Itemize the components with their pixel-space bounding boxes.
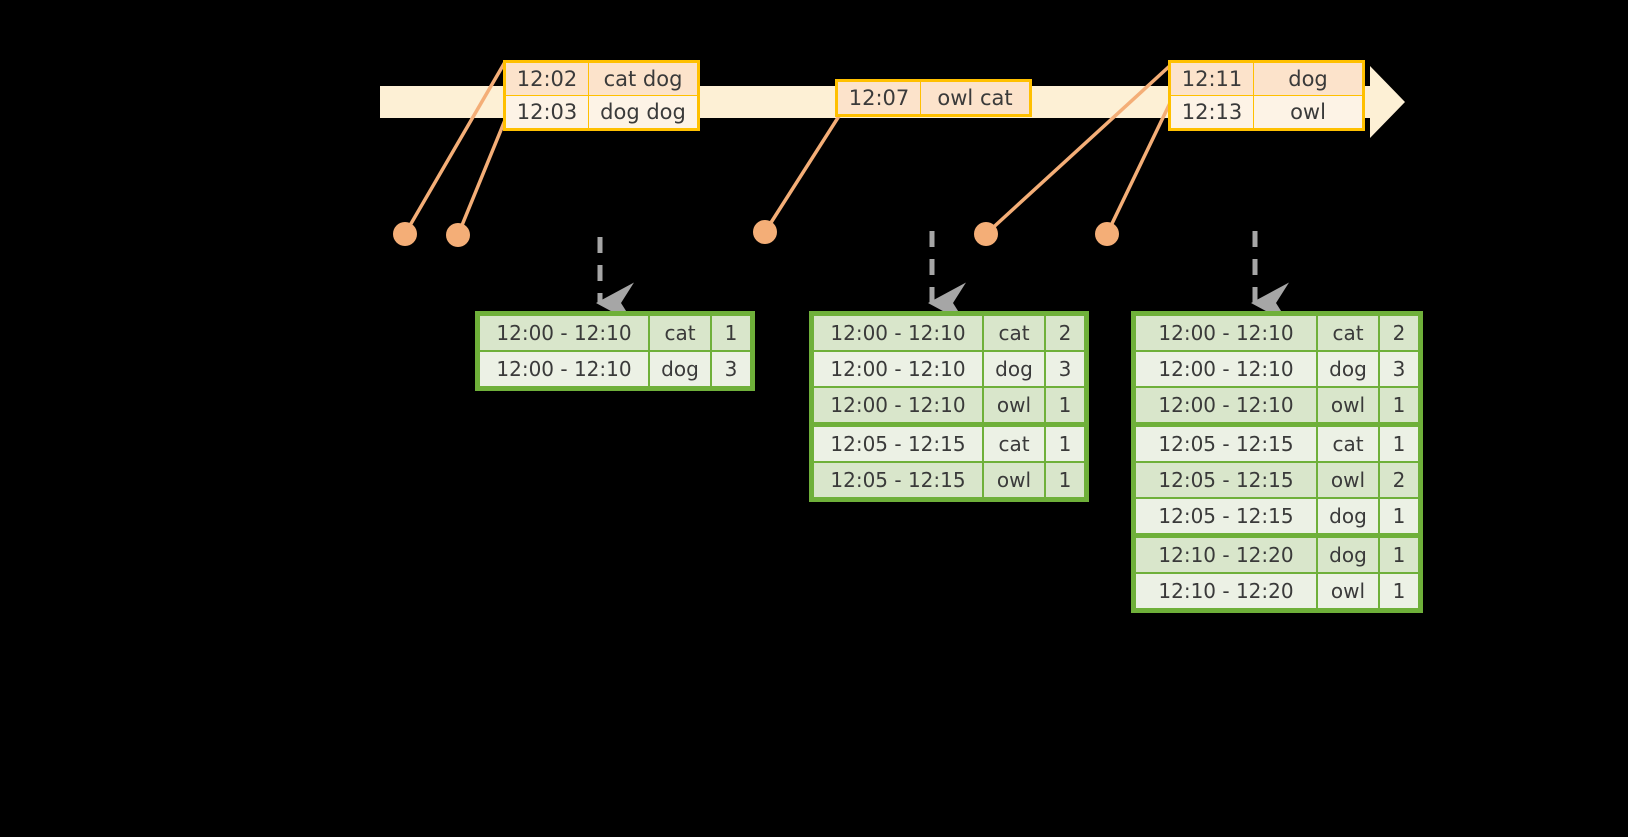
table-row[interactable]: 12:05 - 12:15 dog 1	[1136, 499, 1418, 536]
count-cell: 3	[1046, 352, 1084, 386]
count-cell: 1	[1046, 427, 1084, 461]
result-table-3[interactable]: 12:00 - 12:10 cat 2 12:00 - 12:10 dog 3 …	[1131, 311, 1423, 613]
result-table-2[interactable]: 12:00 - 12:10 cat 2 12:00 - 12:10 dog 3 …	[809, 311, 1089, 502]
event-dot-3	[753, 220, 777, 244]
event-words: cat dog	[588, 61, 699, 96]
table-row[interactable]: 12:00 - 12:10 owl 1	[1136, 388, 1418, 425]
word-cell: dog	[1318, 538, 1378, 572]
event-time: 12:02	[504, 61, 589, 96]
event-words: dog dog	[588, 95, 699, 130]
window-cell: 12:05 - 12:15	[1136, 427, 1316, 461]
event-time: 12:07	[836, 80, 921, 116]
count-cell: 1	[1046, 388, 1084, 425]
count-cell: 2	[1046, 316, 1084, 350]
event-row[interactable]: 12:07 owl cat	[836, 80, 1031, 116]
table-row[interactable]: 12:00 - 12:10 cat 1	[480, 316, 750, 350]
count-cell: 3	[1380, 352, 1418, 386]
event-dot-5	[1095, 222, 1119, 246]
window-cell: 12:05 - 12:15	[1136, 499, 1316, 536]
event-words: owl cat	[920, 80, 1031, 116]
word-cell: dog	[650, 352, 710, 386]
word-cell: dog	[1318, 499, 1378, 536]
result-table-1[interactable]: 12:00 - 12:10 cat 1 12:00 - 12:10 dog 3	[475, 311, 755, 391]
event-words: owl	[1253, 95, 1364, 130]
dashed-arrows	[596, 231, 1290, 324]
event-box-1[interactable]: 12:02 cat dog 12:03 dog dog	[503, 60, 700, 131]
word-cell: cat	[1318, 316, 1378, 350]
table-row[interactable]: 12:05 - 12:15 owl 1	[814, 463, 1084, 497]
count-cell: 3	[712, 352, 750, 386]
window-cell: 12:00 - 12:10	[814, 388, 982, 425]
word-cell: cat	[984, 427, 1044, 461]
count-cell: 1	[1046, 463, 1084, 497]
connector-1	[403, 61, 507, 235]
window-cell: 12:10 - 12:20	[1136, 538, 1316, 572]
event-time: 12:03	[504, 95, 589, 130]
word-cell: owl	[1318, 574, 1378, 608]
window-cell: 12:00 - 12:10	[814, 316, 982, 350]
word-cell: dog	[1318, 352, 1378, 386]
window-cell: 12:05 - 12:15	[814, 427, 982, 461]
window-cell: 12:00 - 12:10	[480, 316, 648, 350]
count-cell: 2	[1380, 463, 1418, 497]
count-cell: 1	[1380, 499, 1418, 536]
table-row[interactable]: 12:05 - 12:15 owl 2	[1136, 463, 1418, 497]
event-dot-1	[393, 222, 417, 246]
window-cell: 12:00 - 12:10	[1136, 352, 1316, 386]
word-cell: owl	[984, 388, 1044, 425]
table-row[interactable]: 12:00 - 12:10 owl 1	[814, 388, 1084, 425]
table-row[interactable]: 12:00 - 12:10 dog 3	[1136, 352, 1418, 386]
table-row[interactable]: 12:05 - 12:15 cat 1	[1136, 427, 1418, 461]
count-cell: 2	[1380, 316, 1418, 350]
event-words: dog	[1253, 61, 1364, 96]
event-time: 12:13	[1169, 95, 1254, 130]
count-cell: 1	[712, 316, 750, 350]
table-row[interactable]: 12:10 - 12:20 owl 1	[1136, 574, 1418, 608]
event-row[interactable]: 12:11 dog	[1169, 61, 1364, 96]
event-box-3[interactable]: 12:11 dog 12:13 owl	[1168, 60, 1365, 131]
count-cell: 1	[1380, 574, 1418, 608]
count-cell: 1	[1380, 427, 1418, 461]
connector-5	[1105, 102, 1172, 235]
event-dots	[393, 220, 1119, 247]
count-cell: 1	[1380, 388, 1418, 425]
word-cell: cat	[650, 316, 710, 350]
table-row[interactable]: 12:00 - 12:10 dog 3	[480, 352, 750, 386]
table-row[interactable]: 12:10 - 12:20 dog 1	[1136, 538, 1418, 572]
word-cell: cat	[984, 316, 1044, 350]
table-row[interactable]: 12:00 - 12:10 cat 2	[814, 316, 1084, 350]
word-cell: cat	[1318, 427, 1378, 461]
word-cell: dog	[984, 352, 1044, 386]
word-cell: owl	[1318, 463, 1378, 497]
window-cell: 12:05 - 12:15	[814, 463, 982, 497]
window-cell: 12:00 - 12:10	[480, 352, 648, 386]
word-cell: owl	[984, 463, 1044, 497]
table-row[interactable]: 12:05 - 12:15 cat 1	[814, 427, 1084, 461]
event-row[interactable]: 12:03 dog dog	[504, 95, 699, 130]
count-cell: 1	[1380, 538, 1418, 572]
window-cell: 12:10 - 12:20	[1136, 574, 1316, 608]
event-row[interactable]: 12:02 cat dog	[504, 61, 699, 96]
window-cell: 12:05 - 12:15	[1136, 463, 1316, 497]
table-row[interactable]: 12:00 - 12:10 dog 3	[814, 352, 1084, 386]
window-cell: 12:00 - 12:10	[1136, 388, 1316, 425]
event-dot-4	[974, 222, 998, 246]
event-dot-2	[446, 223, 470, 247]
event-box-2[interactable]: 12:07 owl cat	[835, 79, 1032, 117]
window-cell: 12:00 - 12:10	[814, 352, 982, 386]
window-cell: 12:00 - 12:10	[1136, 316, 1316, 350]
table-row[interactable]: 12:00 - 12:10 cat 2	[1136, 316, 1418, 350]
event-row[interactable]: 12:13 owl	[1169, 95, 1364, 130]
event-time: 12:11	[1169, 61, 1254, 96]
word-cell: owl	[1318, 388, 1378, 425]
